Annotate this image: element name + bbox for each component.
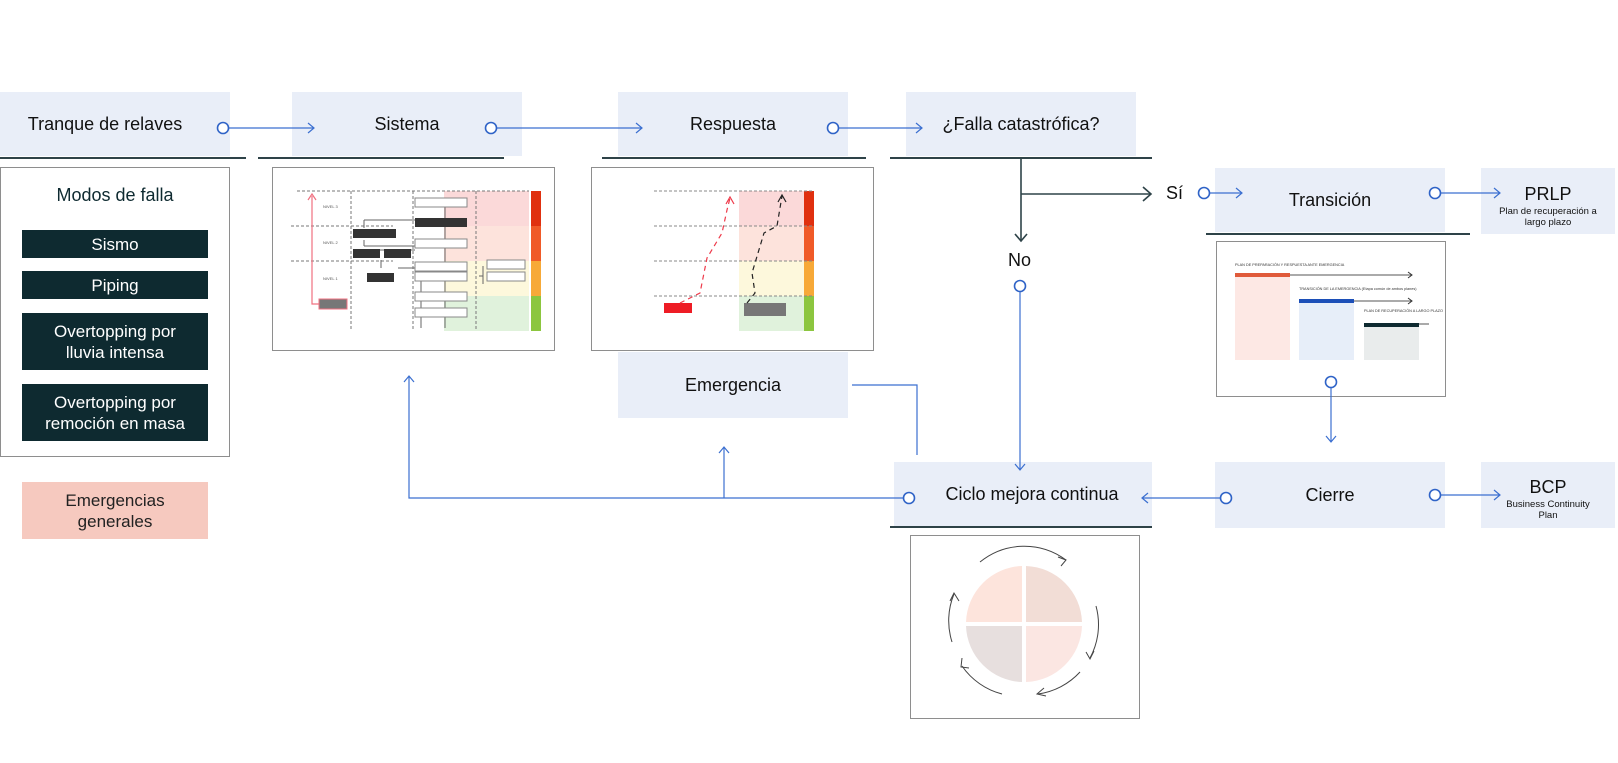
prlp-title: PRLP xyxy=(1524,184,1572,204)
divider xyxy=(0,157,246,159)
mode-piping[interactable]: Piping xyxy=(22,271,208,299)
divider xyxy=(258,157,504,159)
node-sistema[interactable]: Sistema xyxy=(292,92,522,156)
transicion-thumbnail[interactable]: PLAN DE PREPARACIÓN Y RESPUESTA ANTE EME… xyxy=(1216,241,1446,397)
divider xyxy=(890,157,1152,159)
trigger-box xyxy=(318,298,348,310)
col3-label: PLAN DE RECUPERACIÓN A LARGO PLAZO xyxy=(1364,308,1443,313)
node-respuesta[interactable]: Respuesta xyxy=(618,92,848,156)
level-label: NIVEL 3 xyxy=(323,204,339,209)
node-label: Tranque de relaves xyxy=(27,113,183,134)
bcp-title: BCP xyxy=(1529,477,1567,497)
level-bar-yellow xyxy=(804,261,814,296)
node-cierre[interactable]: Cierre xyxy=(1215,462,1445,528)
mode-label: Sismo xyxy=(91,234,139,254)
quadrant-check xyxy=(1026,626,1082,682)
sistema-thumbnail[interactable]: NIVEL 3 NIVEL 2 NIVEL 1 xyxy=(272,167,555,351)
node-emergencia[interactable]: Emergencia xyxy=(618,352,848,418)
general-label: Emergencias generales xyxy=(65,490,165,531)
node-prlp[interactable]: PRLP Plan de recuperación a largo plazo xyxy=(1481,168,1615,234)
mode-sismo[interactable]: Sismo xyxy=(22,230,208,258)
mode-label: Piping xyxy=(91,275,139,295)
level-bar-green xyxy=(804,296,814,331)
quadrant-plan xyxy=(966,566,1022,622)
no-label: No xyxy=(1008,250,1032,270)
emergencias-generales[interactable]: Emergencias generales xyxy=(22,482,208,539)
bcp-subtitle: Business Continuity Plan xyxy=(1506,499,1590,521)
mode-overtopping-lluvia[interactable]: Overtopping por lluvia intensa xyxy=(22,313,208,370)
divider xyxy=(890,526,1152,528)
mode-label: Overtopping por remoción en masa xyxy=(45,392,185,433)
col1-label: PLAN DE PREPARACIÓN Y RESPUESTA ANTE EME… xyxy=(1235,262,1345,267)
port-no[interactable] xyxy=(1013,279,1027,293)
respuesta-diagram xyxy=(654,190,814,331)
sistema-diagram: NIVEL 3 NIVEL 2 NIVEL 1 xyxy=(291,190,541,331)
divider xyxy=(1206,233,1470,235)
modos-title: Modos de falla xyxy=(56,185,174,205)
level-bar-yellow xyxy=(531,261,541,296)
node-label: Cierre xyxy=(1305,484,1355,505)
node-label: Ciclo mejora continua xyxy=(945,483,1119,504)
node-label: Emergencia xyxy=(684,374,782,395)
node-tranque-de-relaves[interactable]: Tranque de relaves xyxy=(0,92,230,156)
node-label: Transición xyxy=(1288,189,1372,210)
mode-overtopping-remocion[interactable]: Overtopping por remoción en masa xyxy=(22,384,208,441)
node-ciclo-mejora-continua[interactable]: Ciclo mejora continua xyxy=(894,462,1152,526)
node-transicion[interactable]: Transición xyxy=(1215,168,1445,232)
quadrant-do xyxy=(1026,566,1082,622)
prlp-subtitle: Plan de recuperación a largo plazo xyxy=(1499,206,1597,228)
yes-label: Sí xyxy=(1166,183,1184,203)
level-bar-red xyxy=(531,191,541,226)
node-label: Sistema xyxy=(374,113,440,134)
level-bar-red xyxy=(804,191,814,226)
node-label: ¿Falla catastrófica? xyxy=(942,113,1100,134)
transicion-diagram: PLAN DE PREPARACIÓN Y RESPUESTA ANTE EME… xyxy=(1235,262,1443,360)
respuesta-thumbnail[interactable] xyxy=(591,167,874,351)
port-si[interactable] xyxy=(1197,186,1211,200)
ciclo-diagram xyxy=(948,545,1099,697)
mode-label: Overtopping por lluvia intensa xyxy=(54,321,176,362)
level-bar-orange xyxy=(531,226,541,261)
ciclo-thumbnail[interactable] xyxy=(910,535,1140,719)
divider xyxy=(602,157,866,159)
node-label: Respuesta xyxy=(689,113,777,134)
col2-label: TRANSICIÓN DE LA EMERGENCIA (Etapa común… xyxy=(1299,286,1417,291)
node-falla-catastrofica[interactable]: ¿Falla catastrófica? xyxy=(906,92,1136,156)
level-bar-orange xyxy=(804,226,814,261)
response-box xyxy=(744,303,786,316)
quadrant-act xyxy=(966,626,1022,682)
level-bar-green xyxy=(531,296,541,331)
incident-box xyxy=(664,303,692,313)
node-bcp[interactable]: BCP Business Continuity Plan xyxy=(1481,462,1615,528)
level-label: NIVEL 1 xyxy=(323,276,339,281)
level-label: NIVEL 2 xyxy=(323,240,339,245)
